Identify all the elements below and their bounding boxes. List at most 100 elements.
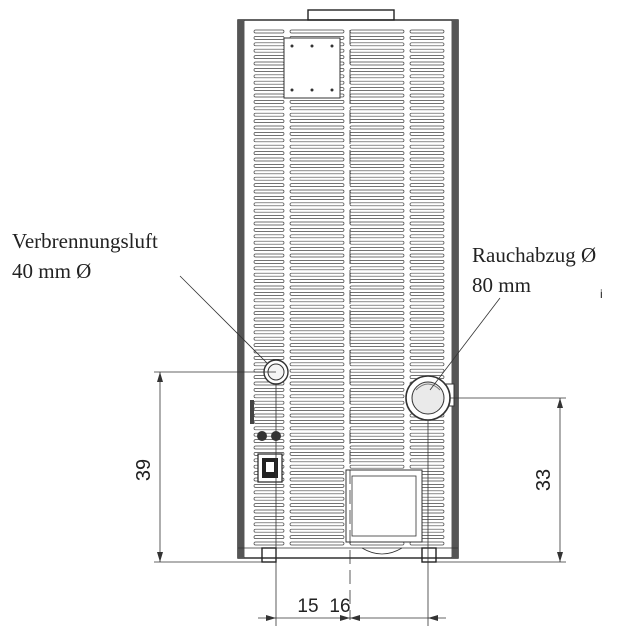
- vent-slot: [253, 87, 285, 91]
- vent-slot: [253, 426, 285, 431]
- vent-slot: [409, 55, 445, 59]
- vent-slot: [289, 432, 345, 437]
- vent-slot: [349, 388, 405, 392]
- vent-slot: [253, 324, 285, 328]
- vent-slot: [409, 330, 445, 335]
- vent-slot: [349, 324, 405, 328]
- vent-slot: [289, 413, 345, 418]
- vent-slot: [253, 528, 285, 533]
- vent-slot: [409, 74, 445, 79]
- vent-slot: [409, 279, 445, 283]
- vent-slot: [349, 247, 405, 251]
- vent-slot: [253, 55, 285, 59]
- vent-slot: [349, 61, 405, 66]
- top-collar: [307, 9, 395, 21]
- vent-slot: [253, 164, 285, 168]
- vent-slot: [409, 68, 445, 72]
- vent-slot: [289, 535, 345, 539]
- electrical-panel: [250, 400, 283, 483]
- vent-slot: [289, 400, 345, 405]
- vent-slot: [253, 208, 285, 213]
- vent-slot: [289, 484, 345, 488]
- vent-slot: [349, 343, 405, 347]
- vent-slot: [253, 100, 285, 104]
- vent-slot: [409, 311, 445, 315]
- vent-slot: [349, 292, 405, 296]
- vent-slot: [349, 93, 405, 98]
- vent-slot: [349, 464, 405, 469]
- vent-slot: [349, 221, 405, 226]
- vent-slot: [409, 298, 445, 303]
- vent-slot: [409, 48, 445, 53]
- vent-slot: [253, 516, 285, 520]
- vent-slot: [289, 381, 345, 386]
- vent-slot: [409, 119, 445, 123]
- vent-slot: [289, 189, 345, 194]
- vent-slot: [409, 138, 445, 143]
- vent-slot: [349, 375, 405, 379]
- vent-slot: [253, 260, 285, 264]
- vent-slot: [289, 221, 345, 226]
- vent-slot: [349, 125, 405, 130]
- vent-slot: [349, 215, 405, 219]
- vent-slot: [409, 336, 445, 341]
- vent-slot: [253, 215, 285, 219]
- vent-slot: [253, 509, 285, 514]
- vent-slot: [349, 48, 405, 53]
- vent-slot: [409, 189, 445, 194]
- vent-slot: [409, 439, 445, 443]
- vent-slot: [253, 413, 285, 418]
- vent-slot: [289, 490, 345, 495]
- vent-slot: [289, 215, 345, 219]
- vent-slot: [409, 196, 445, 200]
- vent-slot: [253, 234, 285, 239]
- vent-slot: [253, 93, 285, 98]
- vent-slot: [409, 452, 445, 456]
- vent-slot: [253, 279, 285, 283]
- vent-slot: [253, 394, 285, 399]
- vent-slot: [289, 330, 345, 335]
- vent-slot: [253, 48, 285, 53]
- vent-slot: [349, 183, 405, 187]
- vent-slot: [349, 196, 405, 200]
- vent-slot: [349, 157, 405, 162]
- vent-slot: [409, 125, 445, 130]
- vent-slot: [289, 394, 345, 399]
- stray-mark: i: [600, 287, 603, 301]
- vent-slot: [409, 208, 445, 213]
- vent-slot: [253, 247, 285, 251]
- vent-slot: [253, 125, 285, 130]
- vent-slot: [289, 420, 345, 424]
- vent-slot: [289, 100, 345, 104]
- vent-slot: [253, 42, 285, 47]
- vent-slot: [289, 336, 345, 341]
- vent-slot: [289, 157, 345, 162]
- vent-slot: [409, 260, 445, 264]
- vent-slot: [289, 176, 345, 181]
- vent-slot: [289, 439, 345, 443]
- vent-slot: [253, 439, 285, 443]
- vent-slot: [289, 183, 345, 187]
- vent-slot: [289, 196, 345, 200]
- vent-slot: [289, 343, 345, 347]
- vent-slot: [289, 260, 345, 264]
- vent-slot: [349, 29, 405, 34]
- vent-slot: [349, 285, 405, 290]
- vent-slot: [289, 458, 345, 463]
- vent-slot: [349, 400, 405, 405]
- vent-slot: [289, 528, 345, 533]
- vent-slot: [409, 176, 445, 181]
- vent-slot: [289, 503, 345, 507]
- vent-slot: [349, 189, 405, 194]
- vent-slot: [289, 228, 345, 232]
- vent-slot: [349, 298, 405, 303]
- vent-slot: [289, 522, 345, 527]
- vent-slot: [289, 106, 345, 111]
- vent-slot: [253, 349, 285, 354]
- flue-label-line1: Rauchabzug Ø: [472, 243, 596, 267]
- vent-slot: [349, 279, 405, 283]
- vent-slot: [253, 221, 285, 226]
- vent-slot: [349, 170, 405, 175]
- vent-slot: [349, 272, 405, 277]
- vent-slot: [409, 80, 445, 85]
